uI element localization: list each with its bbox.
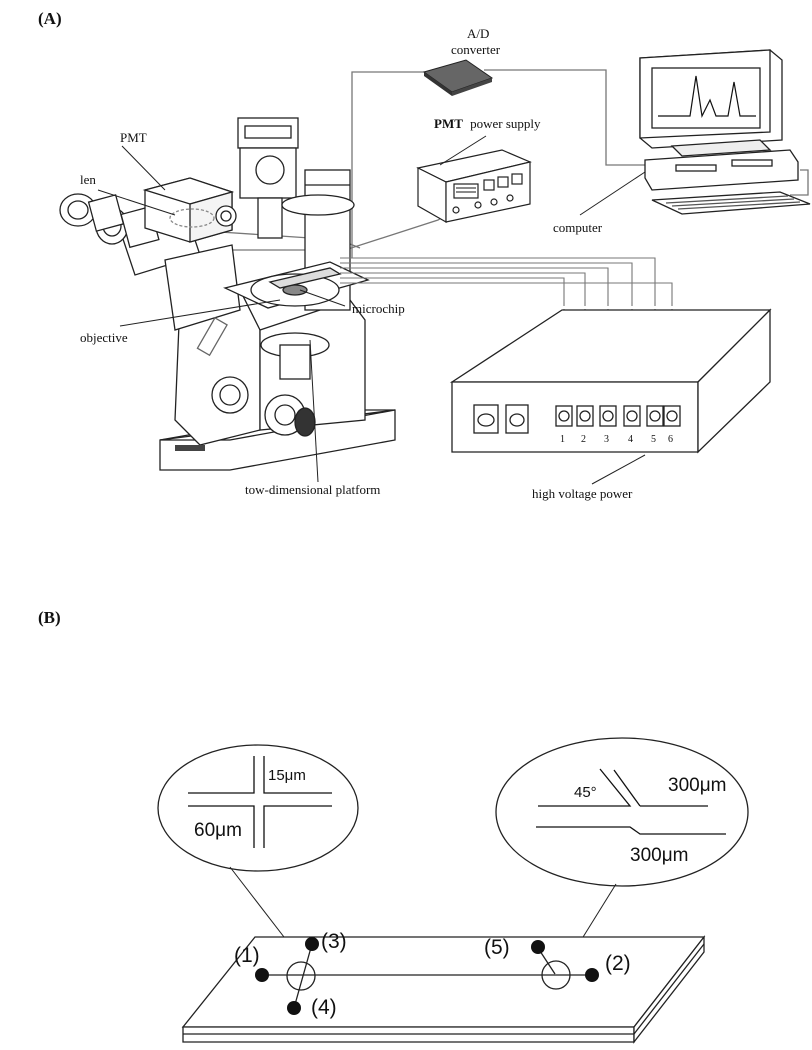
- microchip-leader: [299, 289, 346, 307]
- channel-number-6: 6: [668, 434, 673, 445]
- chip-channels: [262, 943, 592, 1009]
- zoom-right-angle: 45°: [574, 784, 597, 801]
- pmt-label: PMT: [120, 130, 147, 145]
- zoom-right-width-bottom: 300μm: [630, 845, 688, 866]
- high-voltage-power-unit: [449, 308, 772, 454]
- hv-wires: [340, 257, 673, 302]
- hv-power-leader: [591, 454, 646, 485]
- computer: [639, 49, 811, 215]
- reservoir-5: [531, 940, 545, 954]
- computer-label: computer: [553, 220, 603, 235]
- len-label: len: [80, 172, 96, 187]
- pmt-power-supply-label-bold: PMT: [434, 116, 463, 131]
- zoom-left-width-top: 15μm: [268, 767, 306, 784]
- ad-converter-label-line2: converter: [451, 42, 501, 57]
- pmt-power-supply: [416, 149, 532, 224]
- port-label-2: (2): [605, 952, 631, 975]
- channel-number-3: 3: [604, 434, 609, 445]
- microchip-label: microchip: [352, 301, 405, 316]
- computer-leader: [579, 171, 646, 216]
- panel-b-label: (B): [38, 608, 61, 627]
- pmt-power-supply-leader: [439, 135, 487, 166]
- zoom-right: 45° 300μm 300μm: [495, 737, 749, 887]
- channel-number-1: 1: [560, 434, 565, 445]
- zoom-left-leader: [229, 866, 295, 951]
- panel-a-label: (A): [38, 9, 62, 28]
- reservoir-2: [585, 968, 599, 982]
- microchip-plate: [181, 935, 706, 1044]
- pmt-power-supply-label-rest: power supply: [470, 116, 541, 131]
- microscope: [59, 117, 396, 471]
- pmt-power-supply-label: PMT power supply: [434, 116, 541, 131]
- ad-converter-label-line1: A/D: [467, 26, 489, 41]
- ad-converter: A/D converter: [422, 26, 501, 96]
- monitor-trace: [658, 75, 756, 118]
- len-leader: [97, 189, 176, 216]
- channel-buttons: [555, 405, 681, 427]
- hv-power-label: high voltage power: [532, 486, 633, 501]
- cross-junction-marker: [286, 961, 316, 991]
- reservoirs: [255, 937, 599, 1015]
- port-label-5: (5): [484, 936, 510, 959]
- pmt-detector: [142, 177, 237, 243]
- platform-leader: [309, 339, 319, 483]
- channel-number-4: 4: [628, 434, 633, 445]
- port-label-4: (4): [311, 996, 337, 1019]
- port-label-1: (1): [234, 944, 260, 967]
- reservoir-3: [305, 937, 319, 951]
- zoom-left-width-bottom: 60μm: [194, 820, 242, 841]
- port-label-3: (3): [321, 930, 347, 953]
- channel-number-2: 2: [581, 434, 586, 445]
- pmt-leader: [121, 145, 166, 191]
- reservoir-1: [255, 968, 269, 982]
- lens-icon: [169, 208, 215, 228]
- objective-leader: [119, 299, 281, 327]
- channel-numbers: 1 2 3 4 5 6: [560, 434, 673, 445]
- zoom-right-width-top: 300μm: [668, 775, 726, 796]
- zoom-left: 15μm 60μm: [157, 744, 359, 872]
- platform-label: tow-dimensional platform: [245, 482, 380, 497]
- reservoir-4: [287, 1001, 301, 1015]
- channel-number-5: 5: [651, 434, 656, 445]
- objective-label: objective: [80, 330, 128, 345]
- t-junction-marker: [541, 960, 571, 990]
